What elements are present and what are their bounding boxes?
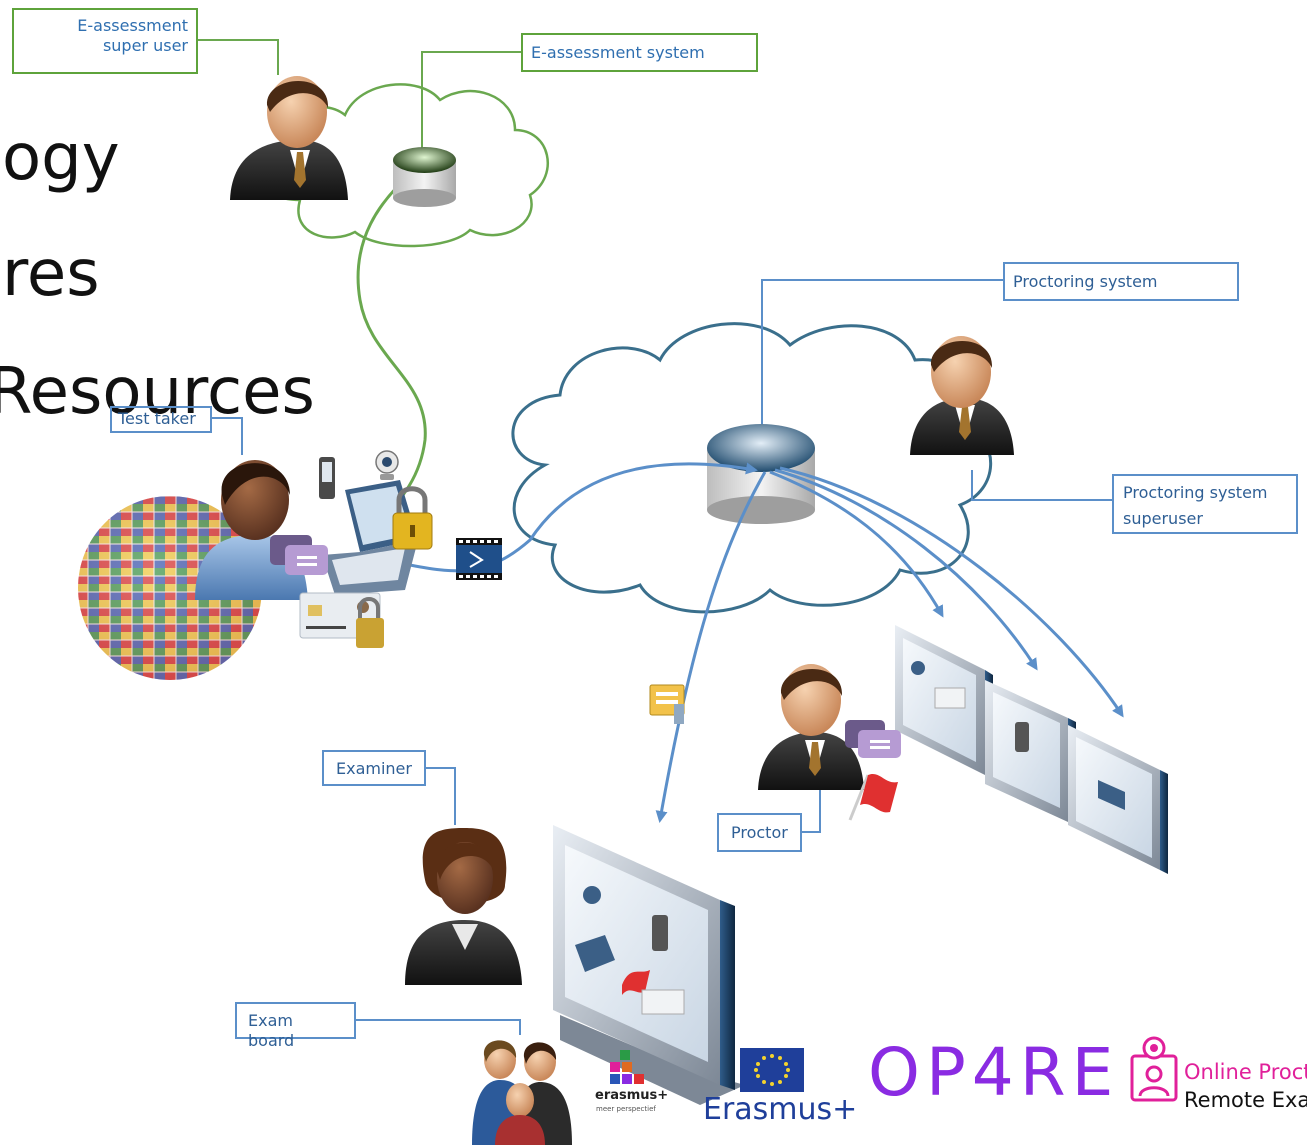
phone-icon bbox=[319, 457, 335, 499]
video-icon bbox=[456, 538, 502, 580]
globe-icon bbox=[78, 496, 262, 680]
webcam-icon bbox=[375, 450, 399, 480]
erasmus-logo-icon bbox=[610, 1050, 644, 1084]
server-to-examiner-link bbox=[655, 471, 767, 823]
examiner-person-icon bbox=[405, 828, 522, 985]
erasmus-eu-text: Erasmus+ bbox=[703, 1092, 858, 1127]
test-taker-label: Test taker bbox=[110, 406, 212, 433]
lock-icon bbox=[392, 486, 433, 550]
super-user-connector bbox=[198, 39, 279, 75]
proctor-chat-icon bbox=[845, 720, 901, 758]
flag-icon bbox=[848, 773, 898, 821]
proctor-connector bbox=[800, 790, 821, 833]
erasmus-small-text: erasmus+ bbox=[595, 1088, 669, 1103]
chat-icon bbox=[270, 535, 328, 575]
e-assessment-super-user-label: E-assessment super user bbox=[12, 8, 198, 74]
background-word-res: res bbox=[2, 237, 100, 311]
e-assessment-system-label: E-assessment system bbox=[521, 33, 758, 72]
superuser-connector bbox=[971, 470, 1113, 501]
op4re-tagline-line1: Online Proct bbox=[1184, 1060, 1307, 1084]
examiner-label: Examiner bbox=[322, 750, 426, 786]
e-assessment-super-user-person-icon bbox=[230, 76, 348, 200]
exam-board-connector bbox=[355, 1019, 521, 1035]
op4re-avatar-icon bbox=[1130, 1036, 1178, 1102]
examiner-monitor-icon bbox=[553, 825, 745, 1105]
proctoring-system-superuser-label: Proctoring system superuser bbox=[1112, 474, 1298, 534]
op4re-tagline-line2: Remote Exa bbox=[1184, 1088, 1307, 1112]
exam-board-group-icon bbox=[472, 1040, 572, 1145]
background-word-resources: Resources bbox=[0, 355, 315, 429]
server-to-monitor-2-link bbox=[774, 468, 1038, 671]
erasmus-small-subtext: meer perspectief bbox=[596, 1105, 656, 1113]
examiner-connector bbox=[425, 767, 456, 825]
proctoring-connector bbox=[761, 279, 1004, 470]
test-taker-connector bbox=[210, 417, 243, 455]
e-assessment-to-laptop-link bbox=[356, 168, 427, 539]
system-connector bbox=[421, 51, 522, 160]
monitor-icon-3 bbox=[1068, 725, 1168, 874]
proctor-label: Proctor bbox=[717, 813, 802, 852]
background-word-ogy: ogy bbox=[2, 121, 120, 195]
proctoring-system-label: Proctoring system bbox=[1003, 262, 1239, 301]
exam-board-label: Exam board bbox=[235, 1002, 356, 1050]
proctoring-superuser-person-icon bbox=[910, 336, 1014, 455]
server-to-monitor-1-link bbox=[769, 470, 944, 618]
id-card-icon bbox=[299, 592, 384, 648]
server-to-monitor-3-link bbox=[779, 466, 1124, 718]
e-assessment-server-icon bbox=[393, 147, 456, 207]
proctor-person-icon bbox=[758, 664, 864, 790]
monitor-icon-2 bbox=[985, 680, 1076, 826]
op4re-logo-text: OP4RE bbox=[868, 1034, 1120, 1111]
eu-flag-icon bbox=[740, 1048, 804, 1092]
monitor-icon-1 bbox=[895, 625, 993, 780]
archive-icon bbox=[649, 684, 685, 724]
